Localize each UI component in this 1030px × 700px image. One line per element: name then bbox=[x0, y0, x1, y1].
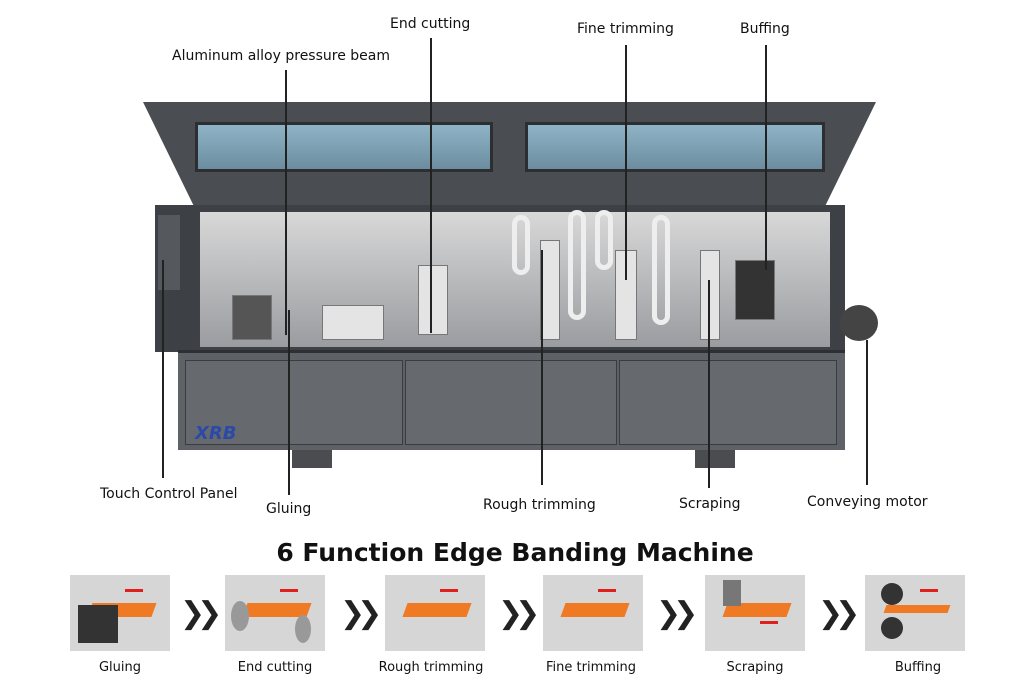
step-image-buffing bbox=[865, 575, 965, 651]
leader-line bbox=[288, 310, 290, 495]
leader-line bbox=[430, 38, 432, 333]
callout-gluing: Gluing bbox=[266, 501, 312, 517]
step-label: Buffing bbox=[894, 660, 942, 675]
chevron-right-icon: ❯❯ bbox=[656, 596, 698, 631]
step-image-rough-trimming bbox=[385, 575, 485, 651]
step-label: Scraping bbox=[726, 660, 784, 675]
step-label: Gluing bbox=[98, 660, 142, 675]
leader-line bbox=[541, 250, 543, 485]
step-label: End cutting bbox=[237, 660, 313, 675]
brand-logo: XRB bbox=[195, 423, 237, 444]
glue-pot bbox=[232, 295, 272, 340]
hose bbox=[512, 215, 530, 275]
step-label: Rough trimming bbox=[378, 660, 484, 675]
callout-end-cutting: End cutting bbox=[390, 16, 471, 32]
callout-touch-panel: Touch Control Panel bbox=[100, 486, 238, 502]
callout-rough-trimming: Rough trimming bbox=[483, 497, 596, 513]
chevron-right-icon: ❯❯ bbox=[818, 596, 860, 631]
step-image-scraping bbox=[705, 575, 805, 651]
cabinet-door bbox=[619, 360, 837, 445]
machine-foot bbox=[292, 450, 332, 468]
gauge-panel bbox=[322, 305, 384, 340]
leader-line bbox=[765, 45, 767, 270]
step-label: Fine trimming bbox=[546, 660, 636, 675]
cabinet-door bbox=[405, 360, 617, 445]
callout-buffing: Buffing bbox=[740, 21, 790, 37]
chevron-right-icon: ❯❯ bbox=[498, 596, 540, 631]
hose bbox=[652, 215, 670, 325]
end-cutting-unit bbox=[418, 265, 448, 335]
callout-pressure-beam: Aluminum alloy pressure beam bbox=[172, 48, 390, 64]
step-image-gluing bbox=[70, 575, 170, 651]
touch-control-panel bbox=[158, 215, 180, 290]
lid-window-right bbox=[525, 122, 825, 172]
leader-line bbox=[866, 340, 868, 485]
leader-line bbox=[625, 45, 627, 280]
page-title: 6 Function Edge Banding Machine bbox=[276, 538, 754, 567]
hose bbox=[568, 210, 586, 320]
machine-foot bbox=[695, 450, 735, 468]
leader-line bbox=[285, 70, 287, 335]
chevron-right-icon: ❯❯ bbox=[340, 596, 382, 631]
conveying-motor bbox=[840, 305, 878, 341]
callout-conveying-motor: Conveying motor bbox=[807, 494, 928, 510]
leader-line bbox=[162, 260, 164, 478]
leader-line bbox=[708, 280, 710, 488]
callout-fine-trimming: Fine trimming bbox=[577, 21, 674, 37]
cabinet-door bbox=[185, 360, 403, 445]
scraping-unit bbox=[700, 250, 720, 340]
hose bbox=[595, 210, 613, 270]
rough-trimming-unit bbox=[540, 240, 560, 340]
step-image-end-cutting bbox=[225, 575, 325, 651]
lid-window-left bbox=[195, 122, 493, 172]
chevron-right-icon: ❯❯ bbox=[180, 596, 222, 631]
buffing-unit bbox=[735, 260, 775, 320]
step-image-fine-trimming bbox=[543, 575, 643, 651]
callout-scraping: Scraping bbox=[679, 496, 741, 512]
